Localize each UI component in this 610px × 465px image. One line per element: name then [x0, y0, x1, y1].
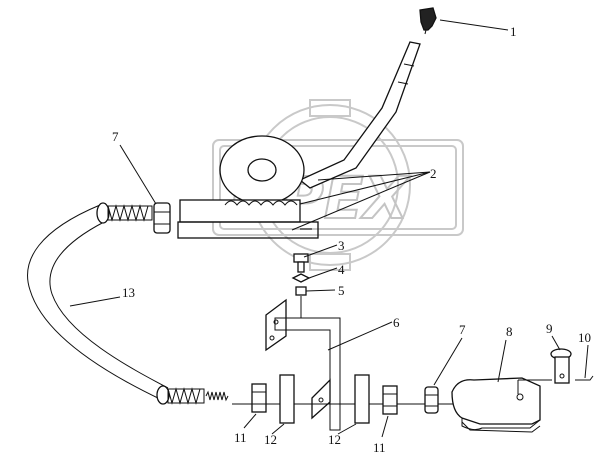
clevis-part	[451, 377, 541, 433]
leader-lines	[69, 19, 589, 438]
label-12-right: 12	[328, 432, 341, 447]
washer-part	[291, 273, 311, 283]
nut-lower-part	[424, 386, 439, 414]
cable-part	[27, 202, 229, 405]
washer-12-right	[354, 374, 370, 424]
label-9: 9	[546, 321, 553, 336]
watermark-frame	[212, 139, 464, 236]
nut-small-part	[295, 286, 307, 296]
label-7-lower: 7	[459, 322, 466, 337]
nut-upper-part	[153, 202, 171, 234]
label-13: 13	[122, 285, 135, 300]
knob-part	[419, 7, 437, 35]
pin-part	[550, 348, 572, 384]
callout-labels: 1 2 3 4 5 6 7 7 8 9 10 11 11 12 12 13	[112, 24, 591, 455]
label-2: 2	[430, 166, 437, 181]
label-8: 8	[506, 324, 513, 339]
label-11-left: 11	[234, 430, 247, 445]
bolt-part	[293, 253, 309, 273]
nut-11-right	[382, 385, 398, 415]
cotter-part	[575, 375, 594, 381]
label-7-upper: 7	[112, 129, 119, 144]
label-3: 3	[338, 238, 345, 253]
label-4: 4	[338, 262, 345, 277]
label-5: 5	[338, 283, 345, 298]
label-12-left: 12	[264, 432, 277, 447]
nut-11-left	[251, 383, 267, 413]
label-1: 1	[510, 24, 517, 39]
bracket-part	[265, 298, 341, 431]
label-6: 6	[393, 315, 400, 330]
washer-12-left	[279, 374, 295, 424]
lever-part	[177, 41, 421, 239]
label-10: 10	[578, 330, 591, 345]
label-11-right: 11	[373, 440, 386, 455]
